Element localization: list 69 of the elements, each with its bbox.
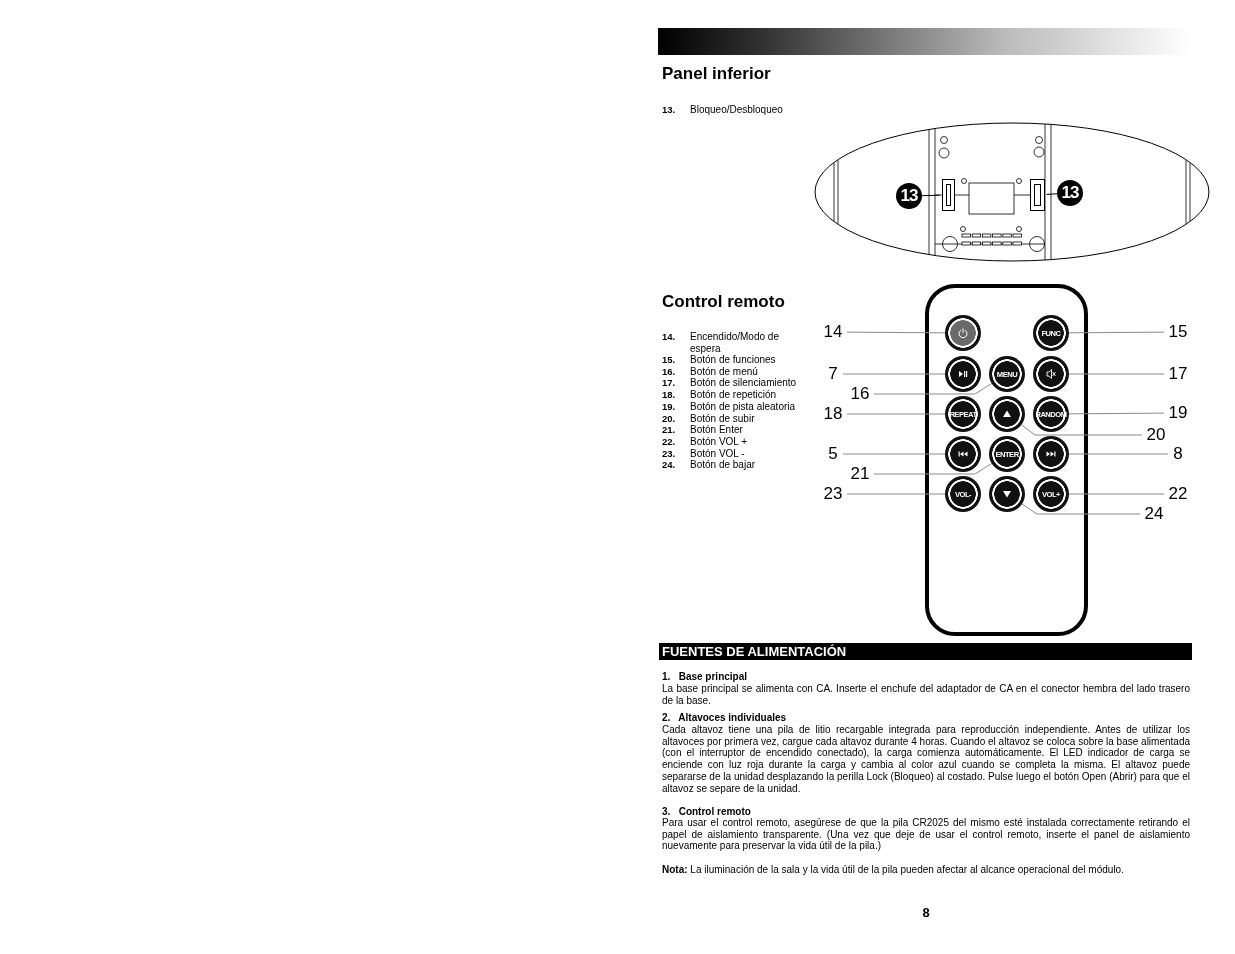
item-number: 23. [662, 447, 677, 460]
section-heading: FUENTES DE ALIMENTACIÓN [659, 643, 1192, 660]
leader-line [1068, 493, 1165, 495]
page-number: 8 [921, 905, 931, 921]
leader-line [873, 383, 993, 395]
item-number: 17. [662, 377, 677, 390]
item-description: Botón de menú [690, 365, 759, 378]
leader-line [1068, 453, 1169, 455]
item-description: Botón de subir [690, 412, 756, 425]
item-number: 18. [662, 389, 677, 401]
item-number: 14. [662, 331, 677, 343]
body-paragraph: Nota: La iluminación de la sala y la vida útil de la pila pueden afectar al alcance operacional del módulo. [662, 864, 1125, 876]
callout-number: 20 [1144, 425, 1168, 445]
callout-number: 13 [896, 183, 922, 209]
callout-number: 8 [1170, 444, 1186, 464]
subsection-heading: 3. Control remoto [662, 806, 752, 818]
item-description: Encendido/Modo de espera [690, 331, 780, 355]
item-description: Botón VOL + [690, 435, 749, 448]
callout-number: 18 [821, 404, 845, 424]
item-number: 13. [662, 104, 677, 116]
section-title: Panel inferior [662, 63, 772, 85]
callout-number: 19 [1166, 403, 1190, 423]
body-paragraph: Cada altavoz tiene una pila de litio recargable integrada para reproducción independiente. Antes de utilizar los altavoces por primera vez, cargue cada altavoz durante 4 horas. Cuando el altavoz se coloca sobre la base alimentada (con el interruptor de encendido conectado), la carga comienza automáticamente. El LED indicador de carga se enciende con luz roja durante la carga y cambia al color azul cuando se completa la misma. El altavoz puede separarse de la unidad desplazando la perilla Lock (Bloqueo) al costado. Pulse luego el botón Open (Abrir) para que el altavoz se separe de la unidad. [662, 724, 1190, 795]
body-paragraph: La base principal se alimenta con CA. Inserte el enchufe del adaptador de CA en el conector hembra del lado trasero de la base. [662, 683, 1190, 707]
item-number: 24. [662, 459, 677, 471]
callout-number: 16 [848, 384, 872, 404]
leader-line [846, 331, 946, 334]
callout-number: 22 [1166, 484, 1190, 504]
leader-line [1020, 424, 1143, 436]
item-number: 16. [662, 365, 677, 378]
item-number: 20. [662, 412, 677, 425]
callout-number: 17 [1166, 364, 1190, 384]
leader-line [846, 413, 946, 415]
item-description: Botón de repetición [690, 389, 778, 401]
subsection-heading: 1. Base principal [662, 671, 749, 683]
callout-number: 21 [848, 464, 872, 484]
callout-number: 13 [1057, 180, 1083, 206]
leader-line [1021, 503, 1141, 515]
leader-line [1068, 331, 1165, 334]
item-number: 19. [662, 400, 677, 413]
lock-slider [941, 179, 955, 211]
callout-number: 24 [1142, 504, 1166, 524]
callout-number: 5 [825, 444, 841, 464]
item-description: Botón Enter [690, 424, 744, 436]
item-number: 21. [662, 424, 677, 436]
item-description: Botón de pista aleatoria [690, 400, 797, 413]
item-number: 15. [662, 354, 677, 366]
item-description: Botón de silenciamiento [690, 377, 798, 390]
callout-number: 23 [821, 484, 845, 504]
item-description: Bloqueo/Desbloqueo [690, 104, 784, 116]
item-description: Botón de bajar [690, 459, 757, 471]
leader-line [1068, 373, 1165, 375]
item-description: Botón VOL - [690, 447, 746, 460]
section-title: Control remoto [662, 291, 786, 313]
callout-number: 14 [821, 322, 845, 342]
leader-line [921, 194, 940, 197]
item-number: 22. [662, 435, 677, 448]
callout-number: 15 [1166, 322, 1190, 342]
lock-slider [1029, 179, 1045, 211]
leader-line [1068, 412, 1165, 415]
item-description: Botón de funciones [690, 354, 777, 366]
subsection-heading: 2. Altavoces individuales [662, 712, 788, 724]
leader-line [842, 453, 946, 455]
leader-line [873, 463, 993, 475]
callout-number: 7 [825, 364, 841, 384]
leader-line [842, 373, 946, 375]
body-paragraph: Para usar el control remoto, asegúrese de que la pila CR2025 del mismo esté instalada correctamente retirando el papel de aislamiento transparente. (Una vez que deje de usar el control remoto, inserte el panel de aislamiento nuevamente para preservar la vida útil de la pila.) [662, 817, 1190, 853]
leader-line [846, 493, 946, 495]
leader-line [1046, 193, 1058, 195]
